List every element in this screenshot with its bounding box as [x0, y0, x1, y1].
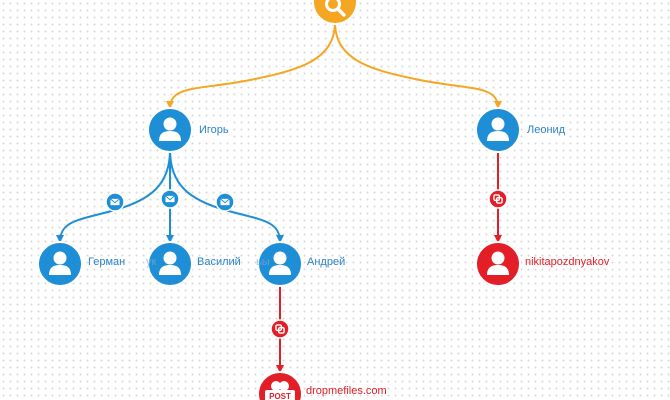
mail-icon[interactable]: [105, 192, 125, 212]
mail-icon[interactable]: [160, 189, 180, 209]
node-label-leonid[interactable]: Леонид: [525, 122, 570, 138]
person-node-vasiliy[interactable]: [147, 241, 193, 287]
node-label-dropmefiles[interactable]: dropmefiles.com: [306, 385, 387, 397]
search-icon: [325, 0, 346, 17]
overlap-fragment: ук: [146, 256, 157, 268]
node-label-igor[interactable]: Игорь: [197, 122, 233, 138]
person-node-andrey[interactable]: [257, 241, 303, 287]
website-node-dropmefiles[interactable]: POST: [257, 371, 303, 400]
web-link-icon[interactable]: [270, 319, 290, 339]
node-label-nikitapozdnyakov[interactable]: nikitapozdnyakov: [525, 256, 610, 268]
edge-root-igor: [166, 21, 336, 109]
search-root-node[interactable]: [312, 0, 358, 25]
edge-root-leonid: [334, 21, 502, 109]
node-label-vasiliy[interactable]: Василий: [197, 256, 241, 268]
post-icon: POST: [265, 381, 295, 400]
node-label-german[interactable]: Герман: [88, 256, 126, 268]
person-node-leonid[interactable]: [475, 107, 521, 153]
person-node-german[interactable]: [37, 241, 83, 287]
post-badge-text: POST: [269, 392, 291, 400]
mail-icon[interactable]: [215, 192, 235, 212]
person-node-nikitapozdnyakov[interactable]: [475, 241, 521, 287]
node-label-andrey[interactable]: Андрей: [307, 256, 346, 268]
overlap-fragment: ьы: [256, 256, 270, 268]
web-link-icon[interactable]: [488, 189, 508, 209]
person-node-igor[interactable]: [147, 107, 193, 153]
